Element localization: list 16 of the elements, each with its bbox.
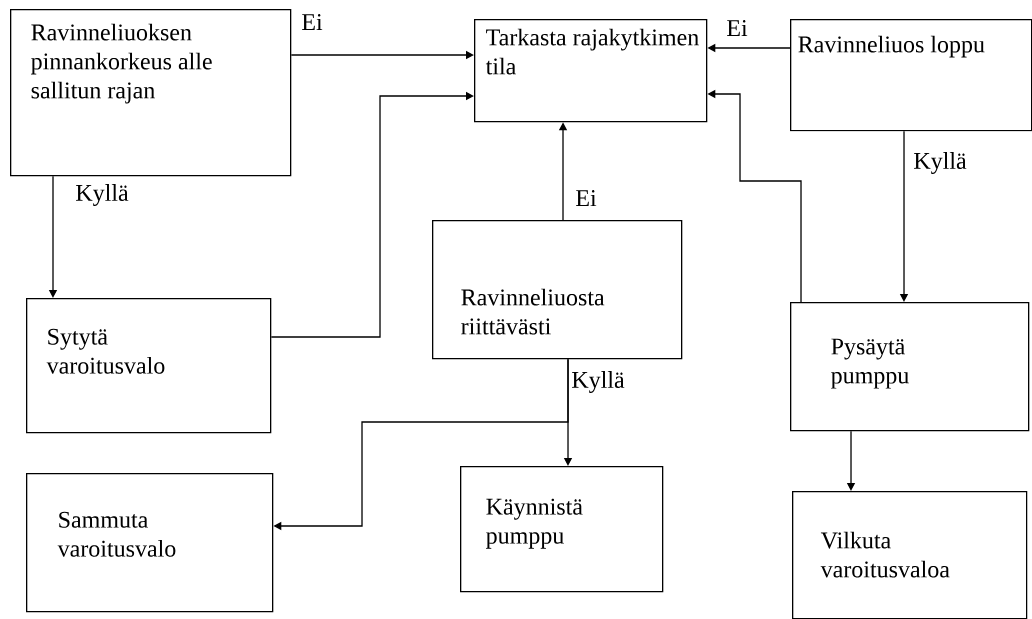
- process-box: Tarkasta rajakytkimen tila: [474, 19, 708, 123]
- process-box: Sammuta varoitusvalo: [26, 473, 274, 613]
- process-box: Käynnistä pumppu: [460, 466, 664, 593]
- edge-label: Ei: [725, 19, 749, 37]
- edge-label: Kyllä: [74, 183, 130, 207]
- process-box: Vilkuta varoitusvaloa: [792, 491, 1028, 619]
- process-box: Ravinneliuosta riittävästi: [432, 220, 683, 360]
- arrow: [270, 91, 474, 338]
- edge-label: Ei: [574, 189, 598, 207]
- edge-label: Ei: [300, 13, 324, 31]
- edge-label: Kyllä: [570, 370, 626, 394]
- process-box: Ravinneliuos loppu: [790, 19, 1032, 132]
- process-box: Pysäytä pumppu: [790, 302, 1030, 432]
- process-box: Ravinneliuoksen pinnankorkeus alle sallitun rajan: [10, 9, 292, 177]
- process-box: Sytytä varoitusvalo: [26, 298, 272, 434]
- edge-label: Kyllä: [912, 151, 968, 175]
